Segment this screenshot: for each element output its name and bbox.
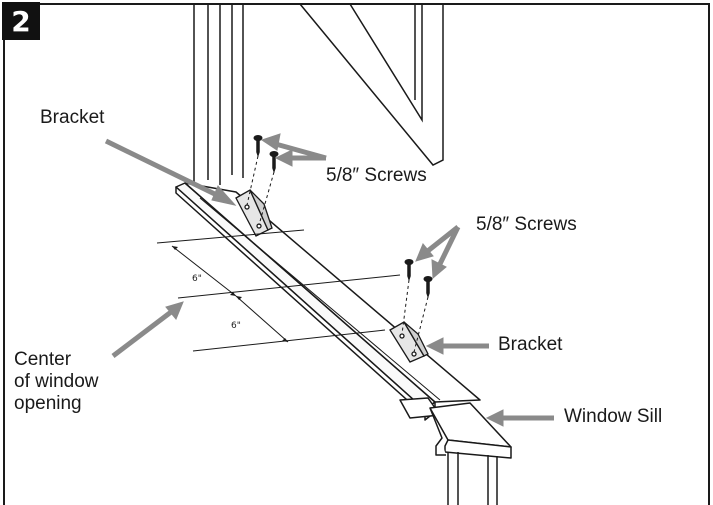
label-screws-top: 5/8″ Screws [326,165,427,186]
label-bracket-top: Bracket [40,107,105,128]
dimension-lower: 6" [231,321,241,331]
screw-1 [253,135,263,158]
sill-rail [175,182,481,421]
bracket-right-drawing [389,321,429,363]
arrow-bracket-top [104,138,237,206]
arrow-screws-top-2 [274,149,326,167]
frame-border [3,3,710,505]
screw-guides [246,155,429,353]
arrow-screws-right-1 [415,225,460,262]
window-sill [429,402,512,505]
label-center-line-1: Center [14,349,72,370]
arrow-center [111,301,184,358]
screw-4 [423,276,433,299]
arrow-window-sill [485,409,554,427]
label-screws-right: 5/8″ Screws [476,214,577,235]
screw-3 [404,259,414,282]
label-center-of-window-opening: Center of window opening [14,349,99,415]
label-window-sill: Window Sill [564,406,663,427]
label-center-line-3: opening [14,393,82,414]
measurement-lines [156,229,401,352]
screws [253,135,433,299]
window-sash [193,3,444,186]
arrow-screws-right-2 [431,225,461,280]
callout-arrows [104,133,554,427]
measurement-arrows [172,246,288,342]
step-number-badge: 2 [2,2,40,40]
bracket-top-drawing [235,189,273,237]
label-center-line-2: of window [14,371,99,392]
screw-2 [269,151,279,174]
label-bracket-right: Bracket [498,334,563,355]
dimension-upper: 6" [192,274,202,284]
arrow-bracket-right [425,337,489,355]
